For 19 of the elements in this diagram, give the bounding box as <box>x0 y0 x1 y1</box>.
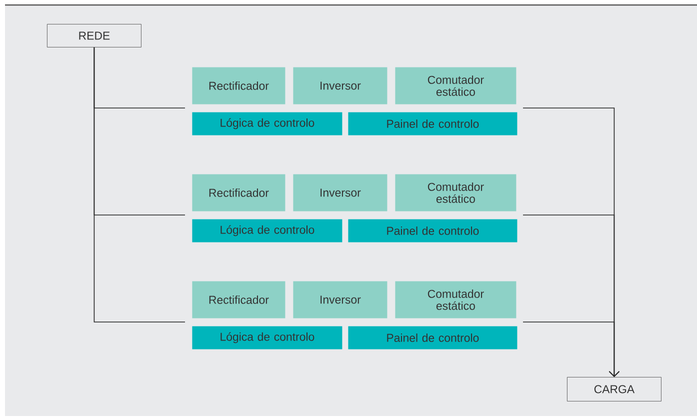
control-box: Lógica de controlo <box>192 219 342 242</box>
terminal-box: REDE <box>47 24 142 48</box>
control-box: Lógica de controlo <box>192 112 342 136</box>
connector-line <box>522 322 620 377</box>
component-box: Rectificador <box>192 67 286 104</box>
component-box: Inversor <box>293 174 388 212</box>
control-box: Lógica de controlo <box>192 326 342 350</box>
component-box: Comutador estático <box>395 67 516 104</box>
control-box: Painel de controlo <box>348 112 518 136</box>
component-box: Inversor <box>293 67 388 104</box>
component-box: Comutador estático <box>395 174 516 212</box>
component-box: Rectificador <box>192 174 286 212</box>
terminal-box: CARGA <box>567 377 662 402</box>
component-box: Rectificador <box>192 281 286 318</box>
connector-line <box>94 47 186 322</box>
component-box: Comutador estático <box>395 281 516 318</box>
control-box: Painel de controlo <box>348 326 518 350</box>
component-box: Inversor <box>293 281 388 318</box>
control-box: Painel de controlo <box>348 219 518 242</box>
